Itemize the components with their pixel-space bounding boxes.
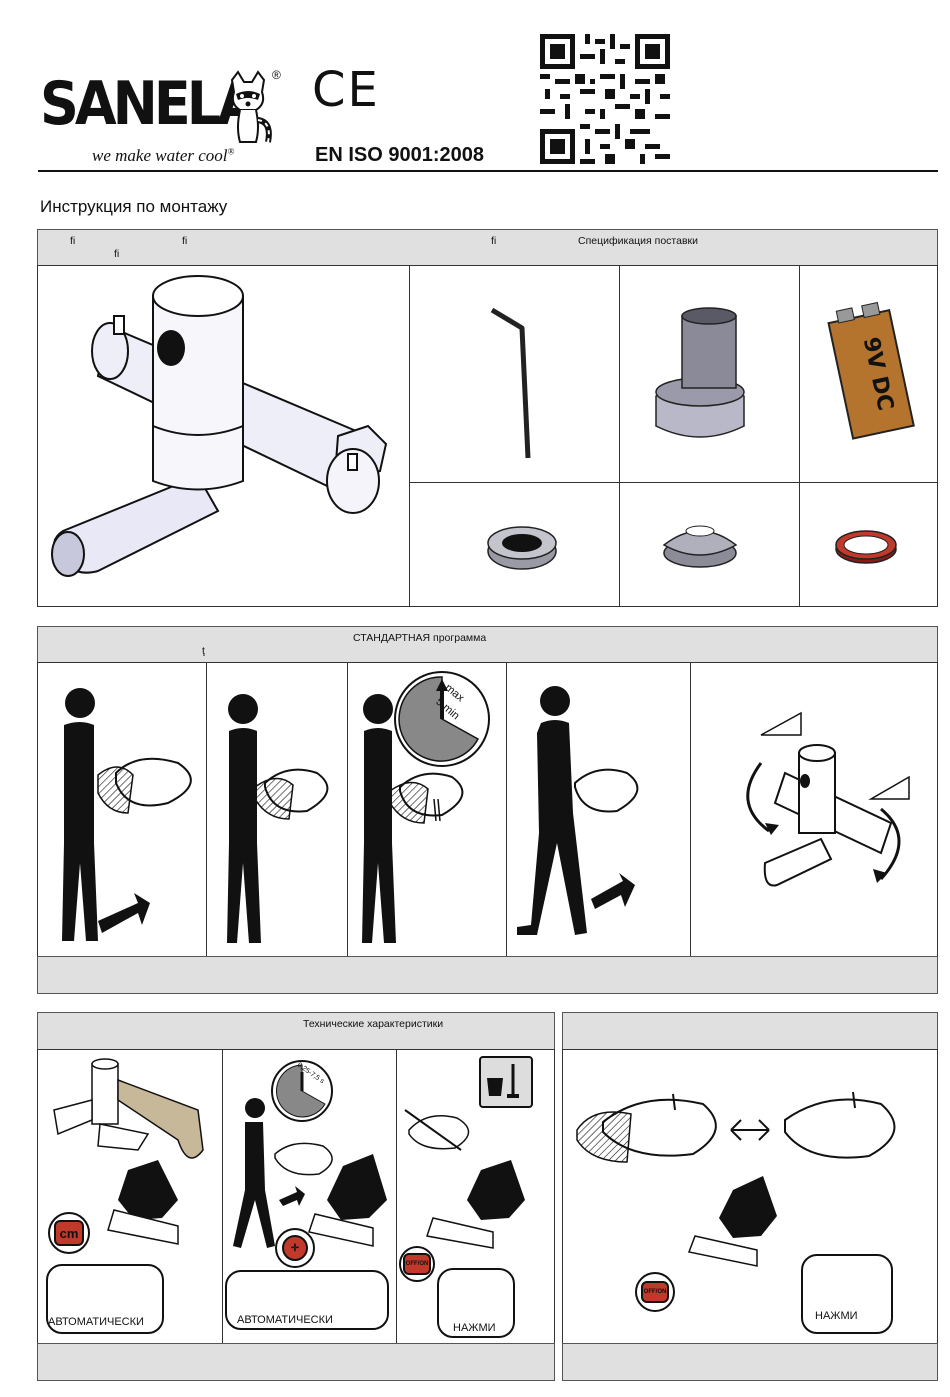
tagline: we make water cool® <box>92 146 234 166</box>
spec-item-hex-key <box>409 265 620 483</box>
bar-glyph: ﬁ <box>114 248 119 260</box>
automatic-label-2: АВТОМАТИЧЕСКИ <box>237 1314 333 1326</box>
iso-certification: EN ISO 9001:2008 <box>315 144 484 167</box>
person-approach-icon <box>38 663 206 956</box>
mode-switch-panel: OFF/ON НАЖМИ <box>562 1049 938 1344</box>
step2-hands-panel <box>206 662 348 957</box>
section3-right-footer-bar <box>562 1343 938 1381</box>
offon-button-circle: OFF/ON <box>399 1246 435 1282</box>
press-callout-2: НАЖМИ <box>801 1254 893 1334</box>
spec-title: Спецификация поставки <box>578 235 698 247</box>
person-walking-away-icon <box>507 663 690 956</box>
standard-program-title: СТАНДАРТНАЯ программа <box>353 632 486 644</box>
seal-ring-icon <box>800 483 937 606</box>
faucet-illustration-icon <box>38 266 409 606</box>
spec-item-washer-dark <box>409 482 620 607</box>
spec-item-escutcheon <box>619 482 800 607</box>
section3-header-bar: Технические характеристики <box>37 1012 555 1050</box>
section1-header-bar: ﬁ ﬁ ﬁ ﬁ Спецификация поставки <box>37 229 938 266</box>
section3-right-header-bar <box>562 1012 938 1050</box>
bucket-mop-icon <box>481 1058 527 1102</box>
timer-button[interactable]: ✛ <box>282 1235 308 1261</box>
press-label-1: НАЖМИ <box>453 1322 496 1334</box>
spec-item-seal-ring <box>799 482 938 607</box>
cm-button[interactable]: cm <box>54 1220 84 1246</box>
timer-button-circle: ✛ <box>275 1228 315 1268</box>
automatic-callout-1: АВТОМАТИЧЕСКИ <box>46 1264 164 1334</box>
section3-footer-bar <box>37 1343 555 1381</box>
document-title: Инструкция по монтажу <box>40 197 227 217</box>
person-hands-under-sensor-icon <box>207 663 347 956</box>
bar-subglyph: ţ <box>202 645 205 657</box>
faucet-rotate-adjust-icon <box>691 663 937 956</box>
battery-9v-icon: 9V DC <box>800 266 937 482</box>
right-offon-button[interactable]: OFF/ON <box>641 1281 669 1303</box>
section2-header-bar: СТАНДАРТНАЯ программа ţ <box>37 626 938 663</box>
step4-leave-panel <box>506 662 691 957</box>
offon-button[interactable]: OFF/ON <box>403 1253 431 1275</box>
max-5min-timer-icon: max 5 min <box>394 671 490 767</box>
press-callout-1: НАЖМИ <box>437 1268 515 1338</box>
faucet-main-panel <box>37 265 410 607</box>
brand-logo: SANELA ® we make water cool® <box>40 68 290 168</box>
delay-timer-icon: 0,25-7,5 s <box>271 1060 333 1122</box>
press-label-2: НАЖМИ <box>815 1310 858 1322</box>
tech-specs-title: Технические характеристики <box>303 1018 443 1030</box>
escutcheon-icon <box>620 483 799 606</box>
cleaning-icon-box <box>479 1056 533 1108</box>
sensor-sleeve-icon <box>620 266 799 482</box>
raccoon-mascot-icon <box>222 70 274 146</box>
header-divider <box>38 170 938 172</box>
qr-code-icon <box>540 34 670 164</box>
section2-footer-bar <box>37 956 938 994</box>
delay-setting-panel: 0,25-7,5 s ✛ АВТОМАТИЧЕСКИ <box>222 1049 397 1344</box>
right-offon-button-circle: OFF/ON <box>635 1272 675 1312</box>
bar-glyph: ﬁ <box>491 235 496 247</box>
spec-item-sensor-body <box>619 265 800 483</box>
automatic-callout-2: АВТОМАТИЧЕСКИ <box>225 1270 389 1330</box>
cm-button-circle: cm <box>48 1212 90 1254</box>
ce-mark: CE <box>312 62 380 118</box>
adjust-temperature-panel <box>690 662 938 957</box>
step3-running-panel: max 5 min <box>347 662 507 957</box>
step1-approach-panel <box>37 662 207 957</box>
automatic-label-1: АВТОМАТИЧЕСКИ <box>48 1316 144 1328</box>
hex-key-icon <box>410 266 619 482</box>
range-setting-panel: cm АВТОМАТИЧЕСКИ <box>37 1049 223 1344</box>
cleaning-mode-panel: OFF/ON НАЖМИ <box>396 1049 555 1344</box>
bar-glyph: ﬁ <box>70 235 75 247</box>
bar-glyph: ﬁ <box>182 235 187 247</box>
spec-item-battery: 9V DC <box>799 265 938 483</box>
washer-dark-icon <box>410 483 619 606</box>
